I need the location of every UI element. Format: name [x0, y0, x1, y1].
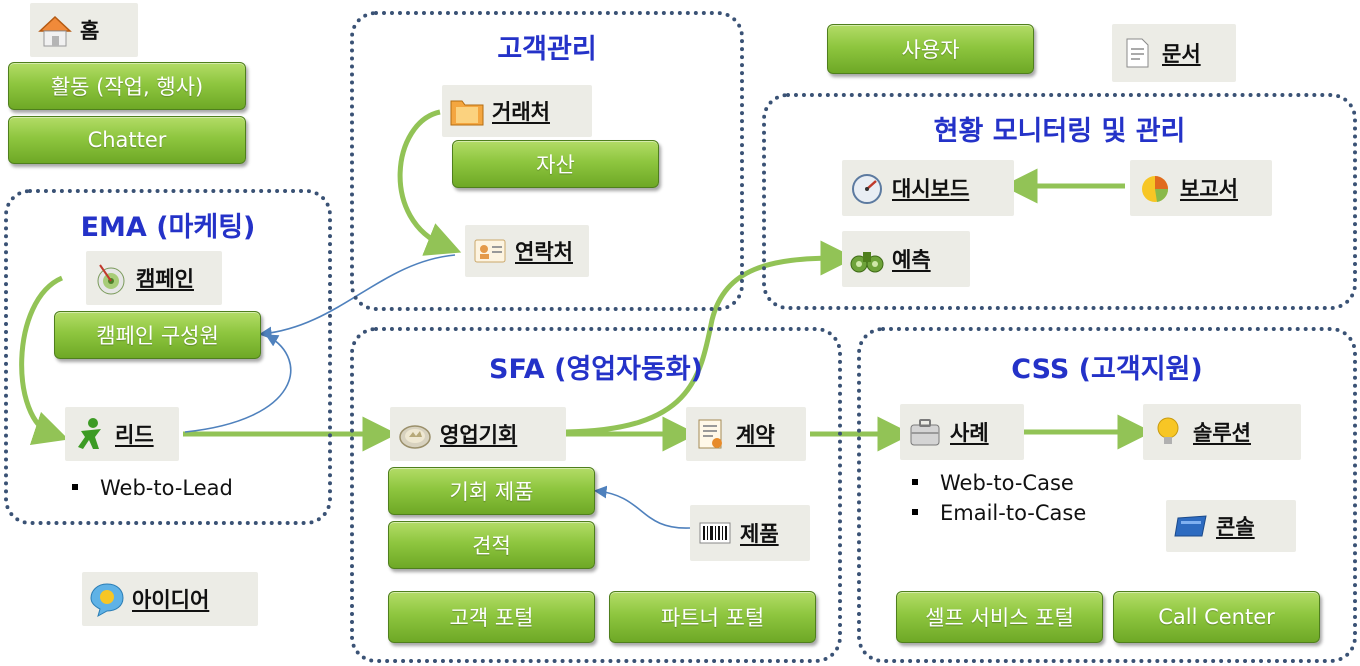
- coin-icon: [399, 425, 431, 449]
- tab-label: 대시보드: [892, 177, 970, 201]
- tab-opportunities[interactable]: 영업기회: [390, 407, 566, 461]
- customer-portal-button[interactable]: 고객 포털: [388, 591, 595, 643]
- region-title-ema: EMA (마케팅): [80, 212, 256, 243]
- partner-portal-button[interactable]: 파트너 포털: [609, 591, 816, 643]
- lightbulb-icon: [1157, 417, 1179, 444]
- tab-home[interactable]: 홈: [30, 3, 138, 57]
- tab-solutions[interactable]: 솔루션: [1143, 404, 1301, 460]
- contract-doc-icon: [698, 419, 722, 449]
- tab-console[interactable]: 콘솔: [1166, 500, 1296, 552]
- arrow-accounts-to-contacts: [397, 109, 462, 256]
- tab-cases[interactable]: 사례: [900, 404, 1024, 460]
- tab-label: 아이디어: [132, 588, 210, 612]
- gauge-icon: [852, 174, 882, 204]
- binoculars-icon: [850, 252, 884, 273]
- tab-products[interactable]: 제품: [690, 505, 810, 561]
- document-icon: [1126, 38, 1149, 68]
- tab-accounts[interactable]: 거래처: [442, 85, 592, 137]
- tab-label: 사례: [950, 421, 989, 445]
- region-title-monitoring: 현황 모니터링 및 관리: [933, 116, 1186, 147]
- tab-label: 계약: [736, 423, 775, 447]
- tab-label: 영업기회: [440, 423, 518, 447]
- tab-dashboard[interactable]: 대시보드: [842, 160, 1014, 216]
- users-button[interactable]: 사용자: [827, 24, 1034, 74]
- region-ema: EMA (마케팅): [4, 189, 332, 525]
- region-sfa: SFA (영업자동화): [350, 327, 842, 663]
- tab-contracts[interactable]: 계약: [686, 407, 806, 461]
- arrow-campaign-to-lead: [19, 275, 69, 446]
- bullet-web-to-lead: Web-to-Lead: [72, 476, 233, 500]
- campaign-members-button[interactable]: 캠페인 구성원: [54, 311, 261, 359]
- idea-bubble-icon: [90, 583, 124, 618]
- target-icon: [97, 264, 125, 295]
- tab-label: 거래처: [492, 100, 550, 124]
- tab-label: 보고서: [1180, 177, 1238, 201]
- activities-button[interactable]: 활동 (작업, 행사): [8, 62, 246, 110]
- chatter-button[interactable]: Chatter: [8, 116, 246, 164]
- tab-label: 캠페인: [136, 267, 194, 291]
- home-icon: [38, 15, 72, 47]
- tab-leads[interactable]: 리드: [65, 407, 179, 461]
- quotes-button[interactable]: 견적: [388, 521, 595, 569]
- self-service-portal-button[interactable]: 셀프 서비스 포털: [896, 591, 1103, 643]
- folder-icon: [450, 100, 484, 126]
- tab-reports[interactable]: 보고서: [1130, 160, 1272, 216]
- tab-documents[interactable]: 문서: [1112, 24, 1236, 82]
- console-window-icon: [1174, 515, 1207, 537]
- briefcase-icon: [910, 419, 940, 446]
- bullet-web-to-case: Web-to-Case: [912, 471, 1074, 495]
- tab-label: 콘솔: [1216, 515, 1255, 539]
- tab-label: 문서: [1162, 42, 1201, 66]
- arrow-opportunity-to-forecast: [565, 240, 856, 435]
- region-title-sfa: SFA (영업자동화): [489, 354, 703, 385]
- region-monitoring: 현황 모니터링 및 관리: [762, 93, 1357, 310]
- opportunity-products-button[interactable]: 기회 제품: [388, 467, 595, 515]
- tab-ideas[interactable]: 아이디어: [82, 572, 258, 626]
- call-center-button[interactable]: Call Center: [1113, 591, 1320, 643]
- pie-chart-icon: [1142, 176, 1169, 202]
- contact-card-icon: [474, 239, 506, 263]
- barcode-icon: [699, 522, 731, 544]
- region-title-css: CSS (고객지원): [1011, 354, 1203, 385]
- region-title-customer-mgmt: 고객관리: [497, 34, 597, 65]
- tab-label: 제품: [740, 522, 779, 546]
- assets-button[interactable]: 자산: [452, 140, 659, 188]
- bullet-email-to-case: Email-to-Case: [912, 501, 1086, 525]
- region-css: CSS (고객지원): [857, 327, 1357, 663]
- link-products-to-opp-products: [593, 485, 691, 529]
- tab-contacts[interactable]: 연락처: [465, 225, 589, 277]
- region-customer-mgmt: 고객관리: [350, 11, 744, 311]
- tab-label: 홈: [80, 19, 100, 43]
- link-lead-to-campaign-members: [184, 334, 292, 433]
- tab-label: 연락처: [515, 240, 573, 264]
- tab-label: 리드: [115, 423, 154, 447]
- tab-label: 솔루션: [1193, 421, 1251, 445]
- tab-forecast[interactable]: 예측: [842, 231, 970, 287]
- tab-campaigns[interactable]: 캠페인: [86, 251, 222, 305]
- tab-label: 예측: [892, 248, 931, 272]
- person-running-icon: [78, 418, 101, 449]
